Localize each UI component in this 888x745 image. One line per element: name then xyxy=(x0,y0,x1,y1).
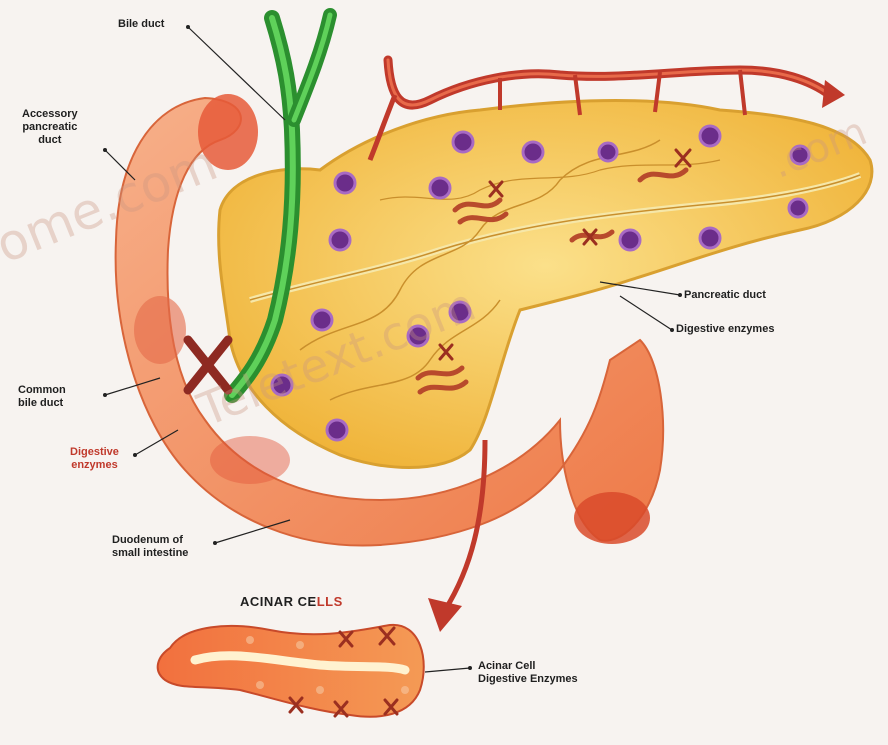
label-acinar-cell-enzymes: Acinar Cell Digestive Enzymes xyxy=(478,660,578,686)
label-bile-duct: Bile duct xyxy=(118,18,164,31)
artery xyxy=(388,60,830,105)
duodenum-spot xyxy=(134,296,186,364)
acinar-cells-title-accent: LLS xyxy=(317,594,343,609)
acinar-cells-title-main: ACINAR CE xyxy=(240,594,317,609)
label-digestive-enzymes-right: Digestive enzymes xyxy=(676,323,774,336)
duodenum-spot-2 xyxy=(210,436,290,484)
acinar-cells-title: ACINAR CELLS xyxy=(240,594,343,609)
label-common-bile-duct: Common bile duct xyxy=(18,384,66,410)
label-accessory-pancreatic-duct: Accessory pancreatic duct xyxy=(22,108,78,147)
blockage-x-mark xyxy=(188,340,228,390)
duodenum-end-bottom xyxy=(574,492,650,544)
artery-arrowhead xyxy=(822,80,845,108)
label-digestive-enzymes-left: Digestive enzymes xyxy=(70,446,119,472)
label-pancreatic-duct: Pancreatic duct xyxy=(684,289,766,302)
label-duodenum: Duodenum of small intestine xyxy=(112,534,188,560)
duodenum-end-top xyxy=(198,94,258,170)
